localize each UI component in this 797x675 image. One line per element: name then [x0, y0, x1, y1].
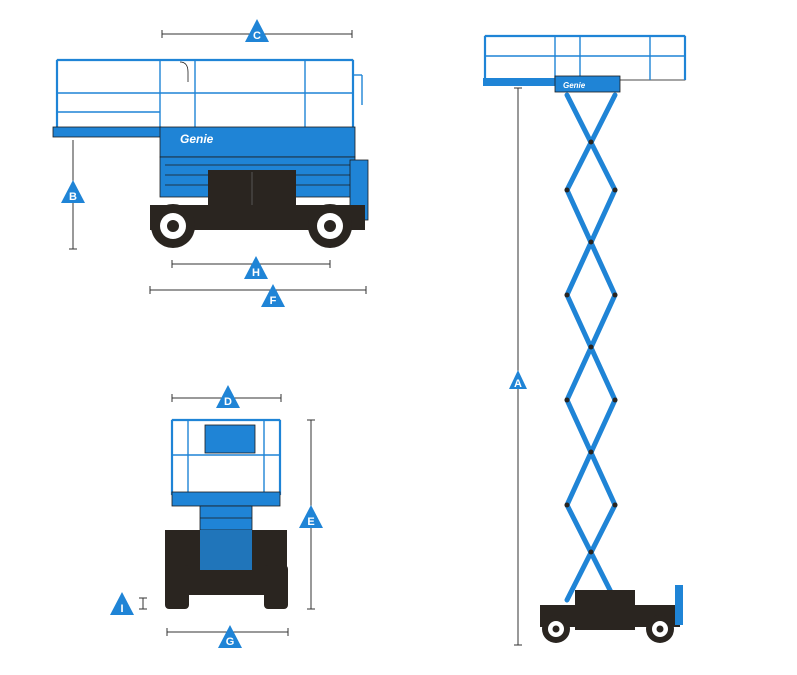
extended-front-wheel [542, 615, 570, 643]
extended-guardrail [483, 34, 687, 81]
rear-left-tire [165, 565, 189, 609]
rear-wheel [308, 204, 352, 248]
dimension-a: A [509, 87, 527, 646]
side-view-stowed: Genie C [52, 19, 369, 307]
dimension-f: F [149, 284, 367, 307]
rear-platform-deck [172, 492, 280, 506]
dimension-e: E [299, 419, 323, 610]
label-g: G [226, 636, 235, 648]
brand-logo-extended: Genie [563, 81, 586, 90]
label-a: A [514, 378, 522, 390]
dimension-h: H [171, 256, 331, 279]
side-view-extended: Genie [483, 34, 687, 646]
extension-deck [53, 127, 161, 137]
label-h: H [252, 267, 260, 279]
rear-guardrail [170, 418, 282, 496]
dimension-c: C [161, 19, 353, 42]
label-c: C [253, 30, 261, 42]
platform-guardrail [55, 58, 363, 131]
rear-view: D E I G [110, 385, 323, 648]
scissor-pins [564, 139, 618, 555]
dimension-g: G [166, 625, 289, 648]
extended-chassis [540, 605, 680, 627]
label-i: I [120, 603, 123, 615]
brand-logo: Genie [180, 132, 214, 146]
dimension-d: D [171, 385, 282, 408]
label-b: B [69, 191, 77, 203]
label-e: E [307, 516, 314, 528]
dimension-i: I [110, 592, 147, 615]
label-f: F [270, 295, 277, 307]
extended-rear-wheel [646, 615, 674, 643]
front-wheel [151, 204, 195, 248]
dimension-b: B [61, 140, 85, 250]
extended-deck [483, 78, 618, 86]
rear-right-tire [264, 565, 288, 609]
label-d: D [224, 396, 232, 408]
